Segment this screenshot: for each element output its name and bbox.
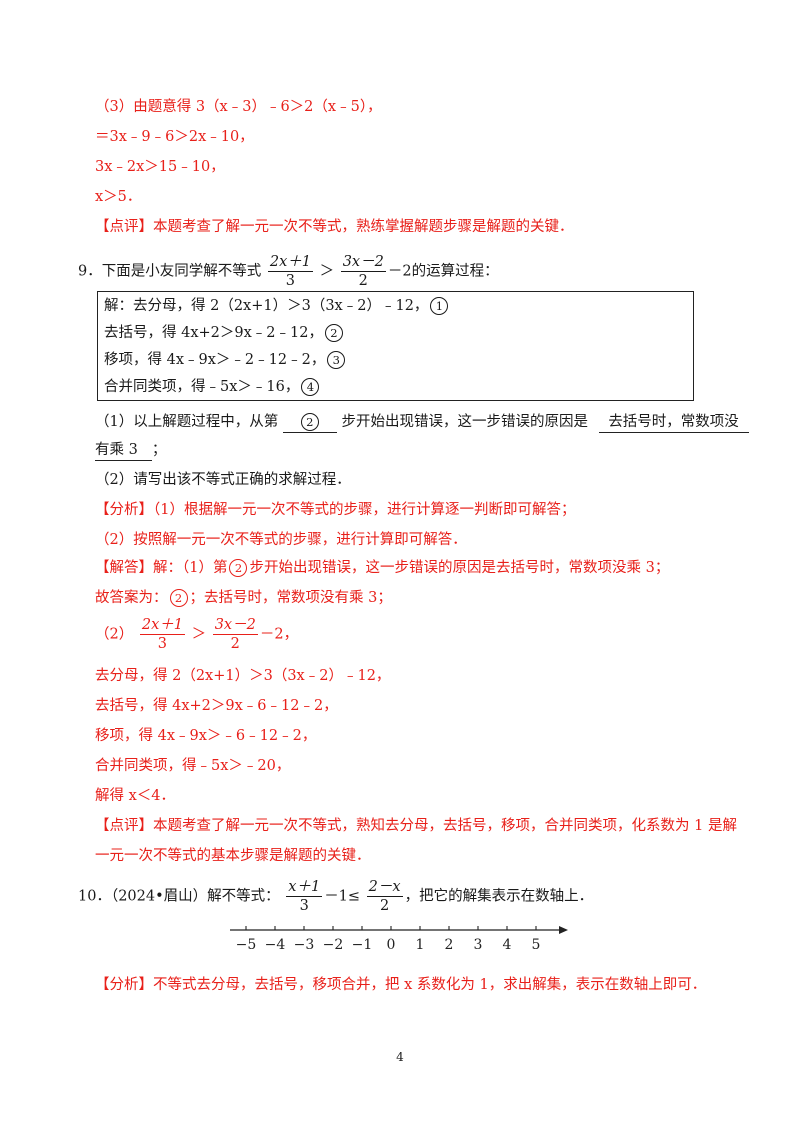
q9-sol-step-5: 解得 x＜4． [95, 788, 176, 804]
q9-analysis-1: 【分析】（1）根据解一元一次不等式的步骤，进行计算逐一判断即可解答； [95, 502, 576, 518]
circled-number: 2 [169, 589, 188, 607]
q8-step-2: ＝3x﹣9﹣6＞2x﹣10， [95, 129, 254, 145]
question-number: 10． [78, 888, 111, 905]
q10-analysis: 【分析】不等式去分母，去括号，移项合并，把 x 系数化为 1，求出解集，表示在数… [95, 977, 707, 993]
solution-box: 解：去分母，得 2（2x+1）＞3（3x﹣2）﹣12，1 去括号，得 4x+2＞… [97, 291, 694, 401]
number-line-label: 3 [474, 937, 483, 953]
question-tail: －2的运算过程： [387, 263, 499, 280]
circled-number: 2 [324, 324, 343, 342]
blank-step: 2 [282, 412, 337, 433]
number-line-label: 2 [445, 937, 454, 953]
comment-tag: 【点评】 [95, 818, 153, 834]
box-row-2: 去括号，得 4x+2＞9x﹣2﹣12，2 [104, 323, 345, 343]
q8-step-4: x＞5． [95, 189, 142, 205]
box-row-3: 移项，得 4x﹣9x＞﹣2﹣12﹣2，3 [104, 350, 347, 370]
q9-analysis-2: （2）按照解一元一次不等式的步骤，进行计算即可解答． [95, 532, 467, 548]
q9-sol-step-4: 合并同类项，得﹣5x＞﹣20， [95, 758, 291, 774]
number-line-arrow-icon [559, 926, 568, 934]
comment-text: 本题考查了解一元一次不等式，熟练掌握解题步骤是解题的关键． [153, 219, 574, 235]
number-line-label: 1 [416, 937, 425, 953]
number-line-label: −1 [352, 937, 373, 953]
box-row-1: 解：去分母，得 2（2x+1）＞3（3x﹣2）﹣12，1 [104, 296, 450, 316]
q9-part-1-cont: 有乘 3； [95, 440, 166, 461]
circled-number: 1 [430, 297, 449, 315]
q8-step-3: 3x﹣2x＞15﹣10， [95, 159, 225, 175]
q9-sol-step-3: 移项，得 4x﹣9x＞﹣6﹣12﹣2， [95, 728, 317, 744]
q9-part-2: （2）请写出该不等式正确的求解过程． [95, 472, 351, 488]
number-line: −5 −4 −3 −2 −1 0 1 2 3 4 5 [230, 926, 568, 953]
comment-tag: 【点评】 [95, 219, 153, 235]
blank-reason-cont: 有乘 3 [95, 440, 152, 461]
number-line-label: −2 [323, 937, 344, 953]
analysis-tag: 【分析】 [95, 502, 153, 518]
q9-sol-step-1: 去分母，得 2（2x+1）＞3（3x﹣2）﹣12， [95, 668, 391, 684]
number-line-label: 4 [503, 937, 512, 953]
q9-sol-step-2: 去括号，得 4x+2＞9x﹣6﹣12﹣2， [95, 698, 338, 714]
question-intro: 下面是小友同学解不等式 [101, 263, 262, 280]
gt-sign: ＞ [319, 263, 335, 280]
q9-part-1: （1）以上解题过程中，从第 2 步开始出现错误，这一步错误的原因是 去括号时，常… [95, 412, 749, 433]
question-number: 9． [78, 263, 102, 280]
blank-reason: 去括号时，常数项没 [598, 412, 749, 433]
circled-number: 2 [229, 559, 248, 577]
circled-number: 3 [327, 351, 346, 369]
number-line-label: −4 [265, 937, 286, 953]
q9-comment-1: 【点评】本题考查了解一元一次不等式，熟知去分母，去括号，移项，合并同类项，化系数… [95, 818, 737, 834]
number-line-label: 0 [387, 937, 396, 953]
answer-tag: 【解答】 [95, 560, 153, 576]
number-line-label: 5 [532, 937, 541, 953]
q9-comment-2: 一元一次不等式的基本步骤是解题的关键． [95, 848, 371, 864]
q8-step-1: （3）由题意得 3（x﹣3）﹣6＞2（x﹣5）， [95, 99, 382, 115]
q8-comment: 【点评】本题考查了解一元一次不等式，熟练掌握解题步骤是解题的关键． [95, 217, 574, 237]
analysis-tag: 【分析】 [95, 977, 153, 993]
number-line-label: −5 [236, 937, 257, 953]
page-number: 4 [396, 1050, 404, 1064]
circled-number: 4 [301, 378, 320, 396]
number-line-label: −3 [294, 937, 315, 953]
q9-answer-2: 故答案为：2；去括号时，常数项没有乘 3； [95, 589, 392, 607]
box-row-4: 合并同类项，得﹣5x＞﹣16，4 [104, 377, 321, 397]
